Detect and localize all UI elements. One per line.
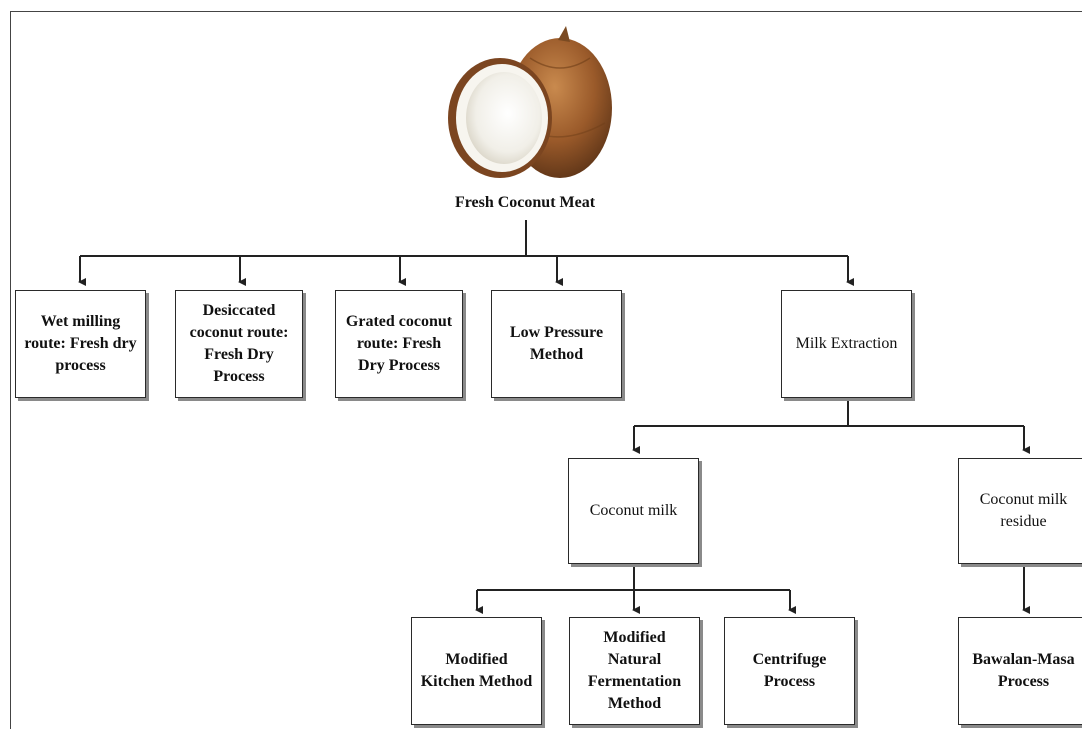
node-label: Coconut milk residue [979,491,1068,530]
figure-frame-left [10,11,11,729]
figure-frame-top [10,11,1082,12]
node-label: Coconut milk [589,502,678,519]
node-bawalan-masa-process: Bawalan-Masa Process [958,617,1082,725]
node-label: Modified Natural Fermentation Method [587,629,682,712]
node-kitchen-method: Modified Kitchen Method [411,617,542,725]
node-fermentation-method: Modified Natural Fermentation Method [569,617,700,725]
coconut-image [448,26,612,178]
node-milk-residue: Coconut milk residue [958,458,1082,564]
node-label: Modified Kitchen Method [420,651,533,690]
node-label: Milk Extraction [795,335,898,352]
root-node-label: Fresh Coconut Meat [454,194,596,211]
node-centrifuge-process: Centrifuge Process [724,617,855,725]
node-milk-extraction: Milk Extraction [781,290,912,398]
node-desiccated: Desiccated coconut route: Fresh Dry Proc… [175,290,303,398]
node-label: Desiccated coconut route: Fresh Dry Proc… [189,302,289,385]
node-label: Wet milling route: Fresh dry process [24,313,137,374]
node-label: Low Pressure Method [509,324,604,363]
node-wet-milling: Wet milling route: Fresh dry process [15,290,146,398]
node-label: Grated coconut route: Fresh Dry Process [345,313,453,374]
node-label: Bawalan-Masa Process [972,651,1075,690]
node-coconut-milk: Coconut milk [568,458,699,564]
node-low-pressure: Low Pressure Method [491,290,622,398]
node-grated: Grated coconut route: Fresh Dry Process [335,290,463,398]
node-label: Centrifuge Process [752,651,827,690]
